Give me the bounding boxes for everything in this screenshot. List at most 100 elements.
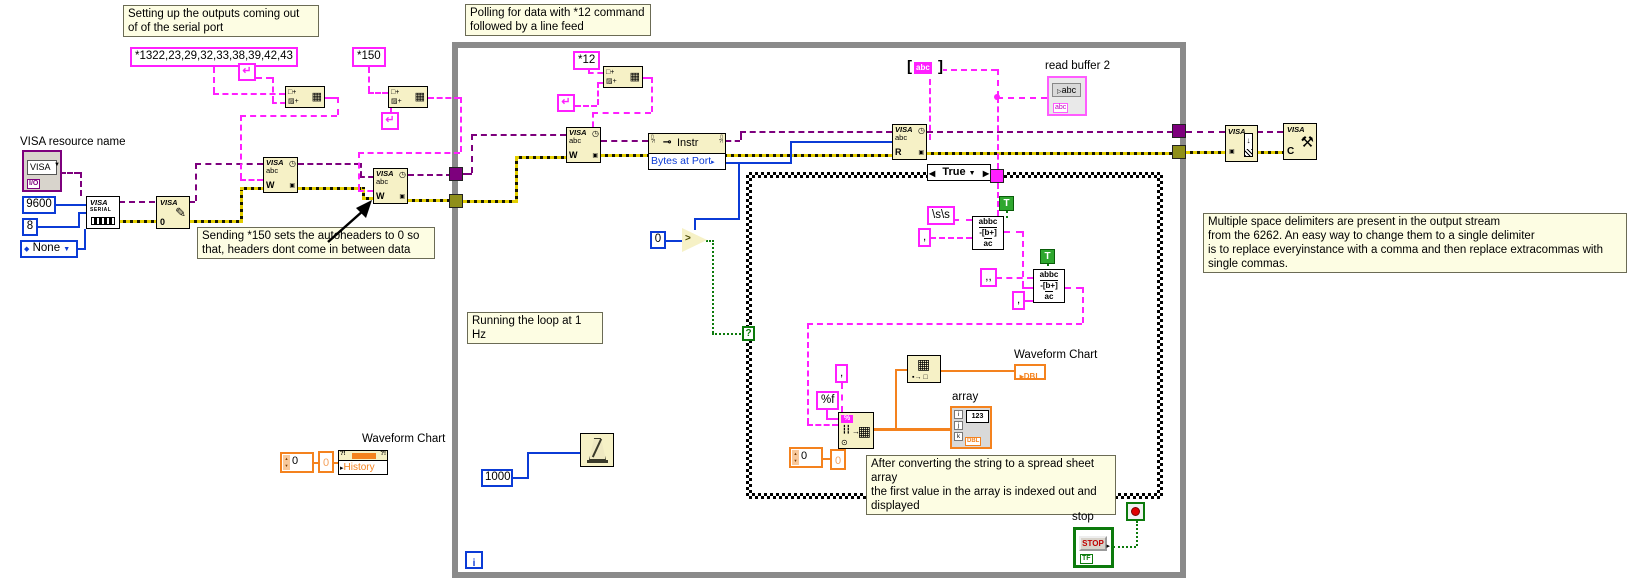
delimiter-comma-constant[interactable]: ,	[835, 364, 848, 383]
index-constant[interactable]: 0	[830, 449, 846, 470]
format-constant[interactable]: %f	[816, 391, 840, 410]
trim-whitespace-node[interactable]: [ abc ]	[907, 58, 943, 79]
line-feed-constant-icon[interactable]: ↵	[557, 94, 575, 112]
loop-tunnel-error[interactable]	[1172, 145, 1186, 159]
history-zero-constant[interactable]: 0	[318, 451, 334, 473]
spreadsheet-string-to-array-node[interactable]: % ┇┇ → ▦ ⊙	[838, 412, 874, 449]
stop-button[interactable]: STOP TF ▸	[1073, 527, 1114, 568]
read-buffer-value[interactable]: ▷abc	[1052, 83, 1081, 97]
dropdown-arrow-icon[interactable]: ▼	[54, 162, 60, 168]
string-constant-autoheader[interactable]: *150	[352, 47, 386, 67]
error-wire-segment	[515, 156, 518, 203]
wait-ms-constant[interactable]: 1000	[481, 469, 513, 487]
array-indicator[interactable]: i j k 123 DBL	[950, 406, 992, 449]
loop-tunnel-visa[interactable]	[1172, 124, 1186, 138]
concatenate-strings-node[interactable]: □+▨+ ▦	[603, 66, 643, 88]
visa-configure-serial-node[interactable]: VISA SERIAL	[86, 196, 120, 229]
error-wire-segment	[463, 200, 515, 203]
visa-read-node[interactable]: VISA ◷ abc R ▣	[892, 124, 927, 160]
case-prev-arrow-icon[interactable]: ◀	[929, 169, 936, 178]
comma-constant[interactable]: ,	[918, 228, 931, 247]
concatenate-strings-node[interactable]: □+▨+ ▦	[285, 86, 325, 108]
visa-wire-segment	[1257, 131, 1283, 133]
loop-tunnel-error[interactable]	[449, 194, 463, 208]
comment-setup[interactable]: Setting up the outputs coming out of of …	[123, 5, 319, 37]
comment-polling[interactable]: Polling for data with *12 command follow…	[465, 4, 651, 36]
loop-tunnel-visa[interactable]	[449, 167, 463, 181]
arrow-icon: →	[852, 427, 860, 436]
array-index-k[interactable]: k	[954, 432, 963, 441]
index-control[interactable]: ▲▼ 0	[789, 447, 823, 468]
visa-resource-value[interactable]: VISA	[27, 160, 57, 175]
parity-enum-constant[interactable]: ◆ None ▼	[20, 240, 78, 258]
concatenate-strings-node[interactable]: □+▨+ ▦	[388, 86, 428, 108]
index-array-node[interactable]: ▦ ▪→ □	[907, 355, 941, 383]
visa-write-node[interactable]: VISA ◷ abc W ▣	[566, 127, 601, 163]
visa-text: VISA	[569, 128, 587, 137]
replace-icon-text: abbc	[1039, 270, 1059, 279]
zero-constant[interactable]: 0	[650, 231, 666, 249]
case-selector[interactable]: ◀ True ▼ ▶	[927, 164, 991, 181]
history-zero-control[interactable]: ▲▼ 0	[280, 452, 314, 473]
case-dropdown-icon[interactable]: ▼	[968, 170, 976, 177]
true-constant[interactable]: T	[999, 196, 1014, 211]
concat-inputs-icon: □+▨+	[606, 69, 617, 85]
wait-ms-metronome-node[interactable]	[580, 433, 614, 467]
array-index-j[interactable]: j	[954, 421, 963, 430]
comment-delimiters[interactable]: Multiple space delimiters are present in…	[1203, 213, 1627, 273]
clock-icon: ◷	[399, 170, 406, 179]
comment-autoheaders[interactable]: Sending *150 sets the autoheaders to 0 s…	[197, 227, 435, 259]
double-comma-constant[interactable]: ,,	[980, 268, 997, 287]
index-dot-icon: ⊙	[841, 438, 848, 447]
dots-icon: ┇┇	[842, 425, 851, 434]
waveform-chart-indicator[interactable]: ▸DBL	[1014, 364, 1046, 381]
case-tunnel[interactable]	[990, 169, 1004, 183]
array-index-i[interactable]: i	[954, 410, 963, 419]
property-node-bytes-at-port[interactable]: ▯?! ▯?! ⊸ Instr Bytes at Port▸	[648, 133, 726, 170]
read-buffer-indicator[interactable]: ▷abc abc	[1047, 76, 1087, 116]
string-wire-segment	[953, 219, 972, 221]
string-wire-segment	[272, 77, 274, 102]
string-constant-poll[interactable]: *12	[573, 51, 601, 70]
visa-close-node[interactable]: VISA ⚒ C	[1283, 123, 1317, 160]
read-buffer-label: read buffer 2	[1045, 60, 1111, 72]
greater-glyph: >	[685, 233, 691, 244]
array-element-value[interactable]: 123	[966, 410, 989, 423]
visa-wire-segment	[80, 172, 82, 196]
stop-button-face[interactable]: STOP	[1079, 536, 1107, 551]
visa-write-node[interactable]: VISA ◷ abc W ▣	[263, 157, 298, 193]
visa-write-node[interactable]: VISA ◷ abc W ▣	[373, 168, 408, 204]
visa-text: VISA	[160, 198, 178, 207]
string-constant-headers[interactable]: *1322,23,29,32,33,38,39,42,43	[130, 47, 298, 67]
line-feed-constant-icon[interactable]: ↵	[238, 63, 256, 81]
data-bits-constant[interactable]: 8	[22, 218, 38, 236]
search-replace-string-node[interactable]: abbc -[b+] ac	[1033, 269, 1065, 303]
search-replace-string-node[interactable]: abbc -[b+] ac	[972, 216, 1004, 250]
line-feed-constant-icon[interactable]: ↵	[381, 112, 399, 130]
history-property-item[interactable]: ▸History	[339, 460, 387, 474]
baud-rate-constant[interactable]: 9600	[22, 196, 56, 214]
spinner-icon[interactable]: ▲▼	[283, 455, 290, 470]
visa-wire-segment	[471, 134, 473, 173]
true-constant[interactable]: T	[1040, 249, 1055, 264]
spinner-icon[interactable]: ▲▼	[792, 450, 799, 465]
comment-loop-rate[interactable]: Running the loop at 1 Hz	[467, 312, 603, 344]
property-item[interactable]: Bytes at Port▸	[649, 153, 725, 169]
history-property-node[interactable]: ?! ?! ▸History	[338, 450, 388, 475]
visa-clear-node[interactable]: VISA ✎ 0	[156, 196, 190, 229]
whitespace-constant[interactable]: \s\s	[927, 206, 955, 225]
comment-index-note[interactable]: After converting the string to a spread …	[866, 455, 1116, 515]
case-selector-terminal[interactable]: ?	[742, 326, 755, 341]
visa-resource-control[interactable]: VISA ▼ I/O	[22, 150, 62, 192]
index-value[interactable]: 0	[801, 450, 808, 462]
string-wire-segment	[213, 93, 285, 95]
history-value[interactable]: 0	[292, 455, 299, 467]
loop-iteration-terminal[interactable]: i	[465, 551, 483, 569]
visa-flush-io-buffer-node[interactable]: VISA ↓ ▣	[1225, 125, 1258, 162]
visa-wire-segment	[927, 131, 1173, 133]
while-loop-border[interactable]	[452, 42, 1186, 578]
loop-condition-terminal[interactable]	[1126, 502, 1145, 521]
dropdown-arrow-icon[interactable]: ▼	[63, 246, 71, 253]
comma-constant[interactable]: ,	[1012, 291, 1025, 310]
case-next-arrow-icon[interactable]: ▶	[982, 169, 989, 178]
